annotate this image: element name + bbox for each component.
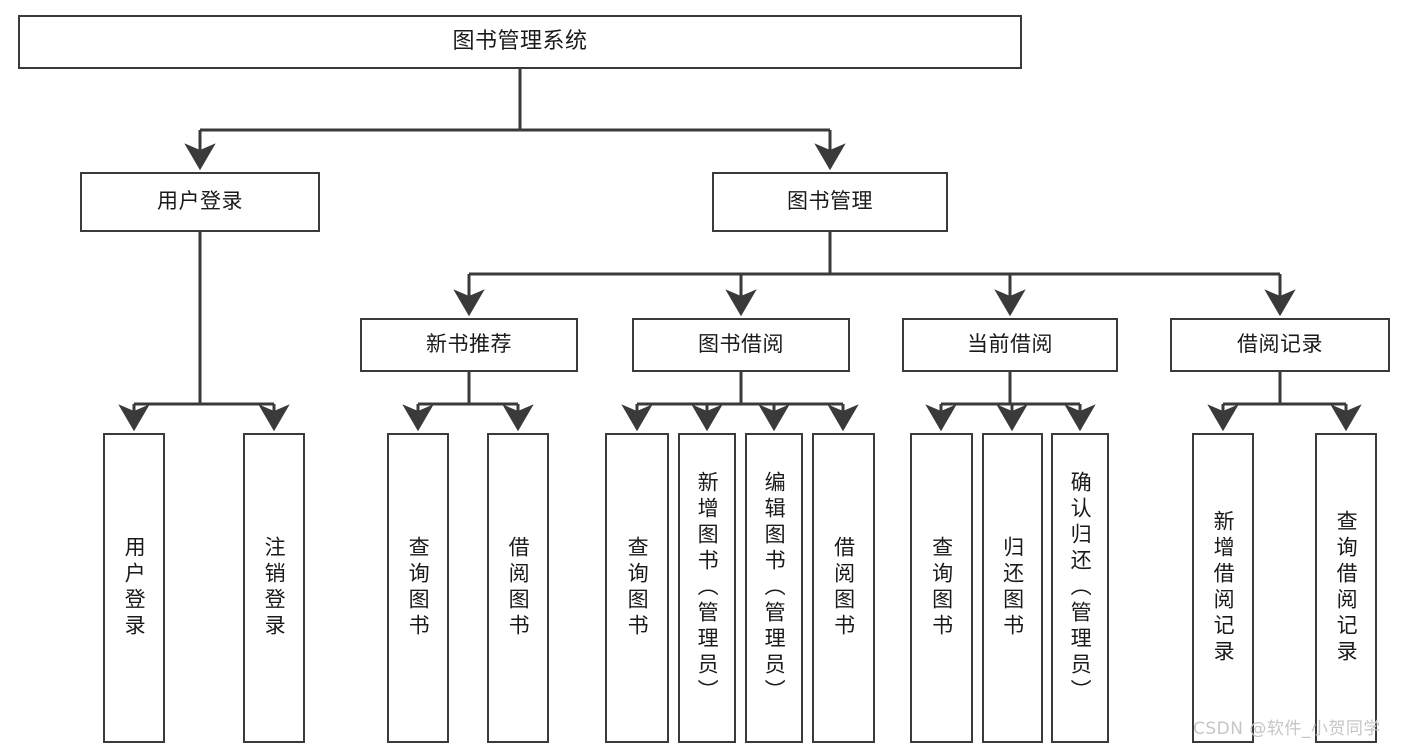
leaf-add-borrow-record[interactable]: 新增借阅记录	[1192, 433, 1254, 743]
leaf-confirm-return-admin[interactable]: 确认归还（管理员）	[1051, 433, 1109, 743]
leaf-query-book-recommend[interactable]: 查询图书	[387, 433, 449, 743]
node-book-management-system[interactable]: 图书管理系统	[18, 15, 1022, 69]
leaf-add-book-admin[interactable]: 新增图书（管理员）	[678, 433, 736, 743]
leaf-borrow-book-recommend[interactable]: 借阅图书	[487, 433, 549, 743]
csdn-watermark: CSDN @软件_小贺同学	[1193, 719, 1381, 739]
leaf-borrow-book[interactable]: 借阅图书	[812, 433, 875, 743]
node-borrow-record[interactable]: 借阅记录	[1170, 318, 1390, 372]
node-new-book-recommend[interactable]: 新书推荐	[360, 318, 578, 372]
leaf-logout-login[interactable]: 注销登录	[243, 433, 305, 743]
leaf-query-book-current[interactable]: 查询图书	[910, 433, 973, 743]
node-current-borrow[interactable]: 当前借阅	[902, 318, 1118, 372]
leaf-user-login[interactable]: 用户登录	[103, 433, 165, 743]
leaf-query-borrow-record[interactable]: 查询借阅记录	[1315, 433, 1377, 743]
node-user-login[interactable]: 用户登录	[80, 172, 320, 232]
leaf-edit-book-admin[interactable]: 编辑图书（管理员）	[745, 433, 803, 743]
leaf-return-book[interactable]: 归还图书	[982, 433, 1043, 743]
leaf-query-book-borrow[interactable]: 查询图书	[605, 433, 669, 743]
node-book-management[interactable]: 图书管理	[712, 172, 948, 232]
node-book-borrow[interactable]: 图书借阅	[632, 318, 850, 372]
